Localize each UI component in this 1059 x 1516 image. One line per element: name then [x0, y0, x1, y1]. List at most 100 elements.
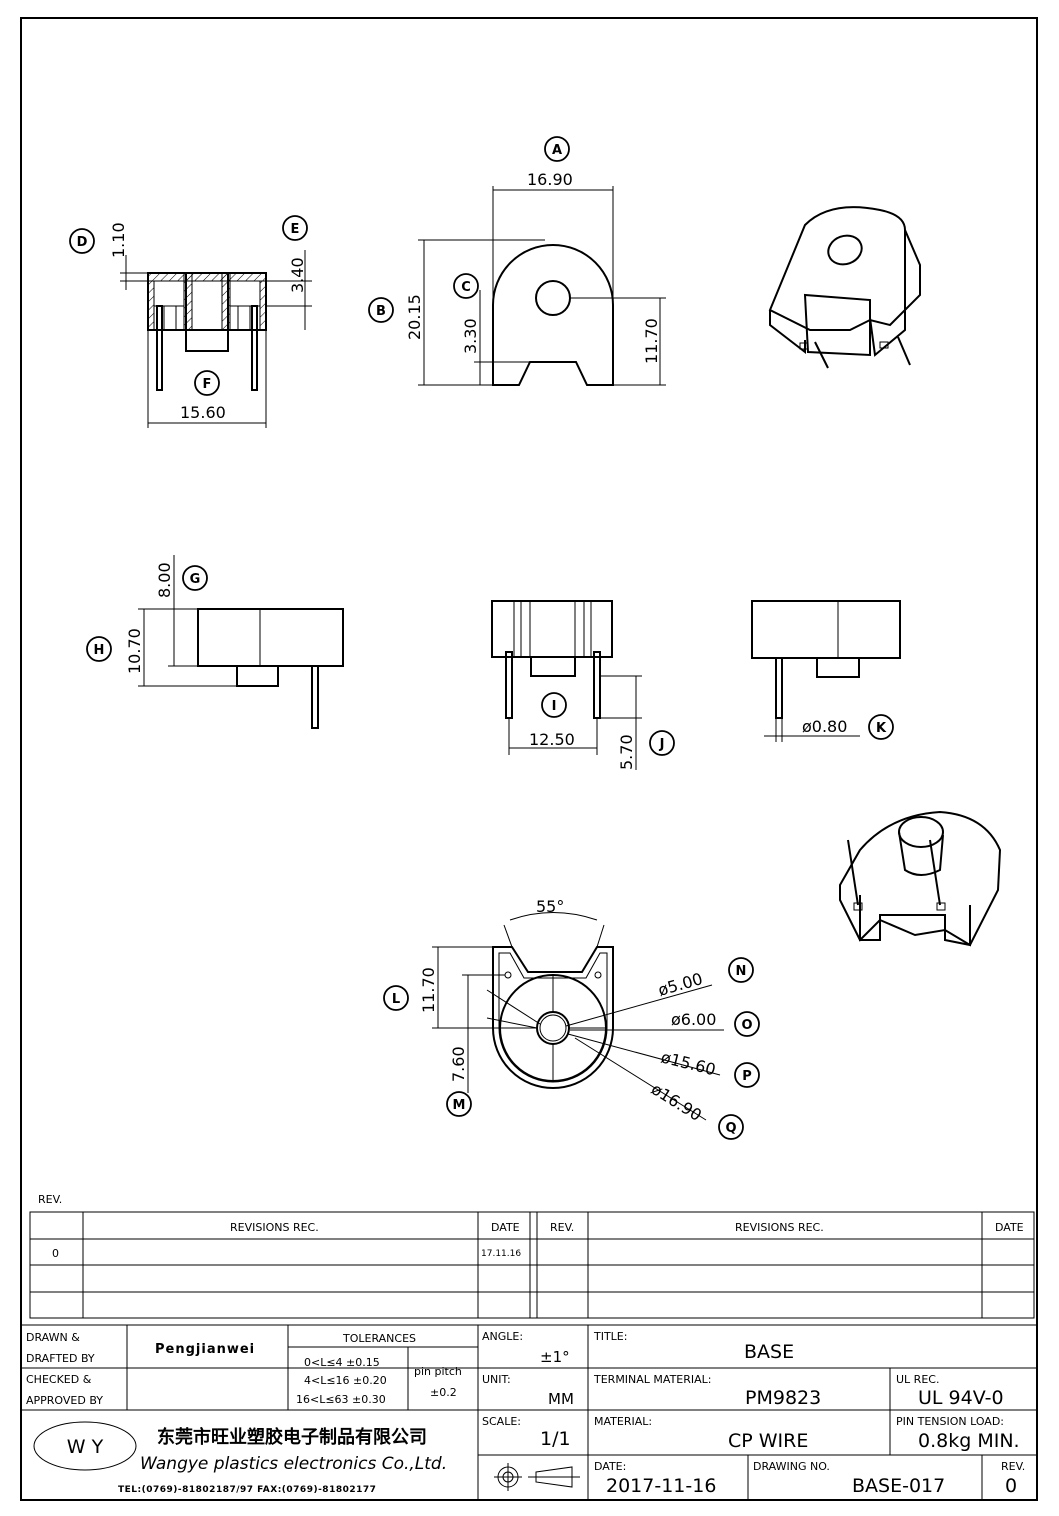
callout-p: P	[734, 1062, 760, 1088]
svg-text:W Y: W Y	[67, 1436, 104, 1458]
isometric-view-1	[768, 206, 921, 369]
dim-k: ø0.80	[802, 717, 847, 736]
dim-c: 3.30	[461, 318, 480, 354]
unit-label: UNIT:	[482, 1373, 511, 1386]
pin-tension-label: PIN TENSION LOAD:	[896, 1415, 1004, 1428]
callout-j: J	[649, 730, 675, 756]
dim-q: ø16.90	[648, 1079, 705, 1125]
svg-text:L: L	[392, 992, 400, 1007]
dim-h: 10.70	[125, 628, 144, 674]
rev-date-header: DATE	[491, 1221, 520, 1234]
title-label: TITLE:	[593, 1330, 627, 1343]
svg-text:O: O	[741, 1018, 752, 1033]
bottom-view: 55° 11.70 7.60 ø5.00 ø6.00 ø15.60 ø16.90	[419, 897, 724, 1125]
rev-right-date-header: DATE	[995, 1221, 1024, 1234]
side-view-gh: 8.00 10.70	[125, 555, 344, 729]
scale-value: 1/1	[540, 1428, 571, 1450]
isometric-view-2	[839, 810, 1002, 947]
title-block: DRAWN & DRAFTED BY Pengjianwei CHECKED &…	[20, 1324, 1038, 1501]
dim-m: 7.60	[449, 1046, 468, 1082]
tol-3: 16<L≤63 ±0.30	[296, 1393, 386, 1406]
callout-l: L	[383, 985, 409, 1011]
terminal-material-label: TERMINAL MATERIAL:	[593, 1373, 712, 1386]
dim-a: 16.90	[527, 170, 573, 189]
callout-g: G	[182, 565, 208, 591]
callout-h: H	[86, 636, 112, 662]
unit-value: MM	[548, 1390, 574, 1408]
rev-rev-header: REV.	[550, 1221, 574, 1234]
svg-text:REV.: REV.	[38, 1193, 62, 1206]
rev-left-header: REVISIONS REC.	[230, 1221, 319, 1234]
callout-q: Q	[718, 1114, 744, 1140]
material-label: MATERIAL:	[594, 1415, 652, 1428]
callout-e: E	[282, 215, 308, 241]
dim-n: ø5.00	[656, 969, 705, 1000]
scale-label: SCALE:	[482, 1415, 521, 1428]
title-value: BASE	[744, 1341, 794, 1363]
projection-symbol-icon	[494, 1463, 580, 1491]
dim-i: 12.50	[529, 730, 575, 749]
pin-pitch-label: pin pitch	[414, 1365, 462, 1378]
dim-o: ø6.00	[671, 1010, 716, 1029]
drawing-no-label: DRAWING NO.	[753, 1460, 830, 1473]
callout-k: K	[868, 714, 894, 740]
company-name-en: Wangye plastics electronics Co.,Ltd.	[140, 1454, 447, 1474]
callout-d: D	[69, 228, 95, 254]
rev-row-0-date: 17.11.16	[481, 1249, 521, 1259]
terminal-material-value: PM9823	[745, 1387, 821, 1409]
angle-value: ±1°	[540, 1348, 570, 1366]
rev-label: REV.	[1001, 1460, 1025, 1473]
pin-pitch-value: ±0.2	[430, 1386, 457, 1399]
drawn-label-1: DRAWN &	[26, 1331, 80, 1344]
callout-c: C	[453, 273, 479, 299]
tolerances-label: TOLERANCES	[342, 1332, 416, 1345]
svg-text:J: J	[659, 737, 665, 752]
svg-text:N: N	[736, 964, 747, 979]
callout-i: I	[541, 692, 567, 718]
callout-f: F	[194, 370, 220, 396]
svg-text:F: F	[203, 377, 212, 392]
company-contact: TEL:(0769)-81802187/97 FAX:(0769)-818021…	[118, 1485, 376, 1495]
drawn-by: Pengjianwei	[155, 1342, 255, 1357]
pin-tension-value: 0.8kg MIN.	[918, 1430, 1020, 1452]
svg-text:M: M	[453, 1098, 466, 1113]
callout-m: M	[446, 1091, 472, 1117]
dim-angle: 55°	[536, 897, 564, 916]
back-view-ij: 12.50 5.70	[491, 600, 642, 770]
svg-text:D: D	[77, 235, 88, 250]
svg-text:P: P	[742, 1069, 752, 1084]
date-label: DATE:	[594, 1460, 626, 1473]
svg-text:G: G	[190, 572, 201, 587]
checked-label-1: CHECKED &	[26, 1373, 92, 1386]
svg-text:A: A	[552, 143, 562, 158]
angle-label: ANGLE:	[482, 1330, 523, 1343]
drawing-no-value: BASE-017	[852, 1475, 945, 1497]
drawn-label-2: DRAFTED BY	[26, 1352, 95, 1365]
ul-rec-label: UL REC.	[896, 1373, 939, 1386]
side-view-k: ø0.80	[751, 600, 901, 742]
front-view: 16.90 20.15 3.30 11.70	[405, 170, 666, 386]
svg-text:H: H	[94, 643, 105, 658]
material-value: CP WIRE	[728, 1430, 808, 1452]
svg-text:Q: Q	[725, 1121, 736, 1136]
tol-1: 0<L≤4 ±0.15	[304, 1356, 380, 1369]
date-value: 2017-11-16	[606, 1475, 716, 1497]
tol-2: 4<L≤16 ±0.20	[304, 1374, 387, 1387]
callout-o: O	[734, 1011, 760, 1037]
side-section-view: 1.10 3.40 15.60	[109, 222, 312, 428]
callout-n: N	[728, 957, 754, 983]
svg-text:C: C	[461, 280, 471, 295]
svg-text:K: K	[876, 721, 887, 736]
rev-row-0-rev: 0	[52, 1247, 59, 1260]
svg-text:B: B	[376, 304, 386, 319]
ul-rec-value: UL 94V-0	[918, 1387, 1004, 1409]
dim-j: 5.70	[617, 734, 636, 770]
dim-p: ø15.60	[659, 1047, 718, 1079]
dim-l: 11.70	[419, 967, 438, 1013]
dim-d: 1.10	[109, 222, 128, 258]
svg-text:E: E	[291, 222, 300, 237]
company-name-cn: 东莞市旺业塑胶电子制品有限公司	[157, 1426, 427, 1448]
revisions-table: REV. REVISIONS REC. DATE REV. REVISIONS …	[29, 1193, 1035, 1319]
company-logo: W Y	[33, 1421, 137, 1471]
dim-e: 3.40	[288, 257, 307, 293]
